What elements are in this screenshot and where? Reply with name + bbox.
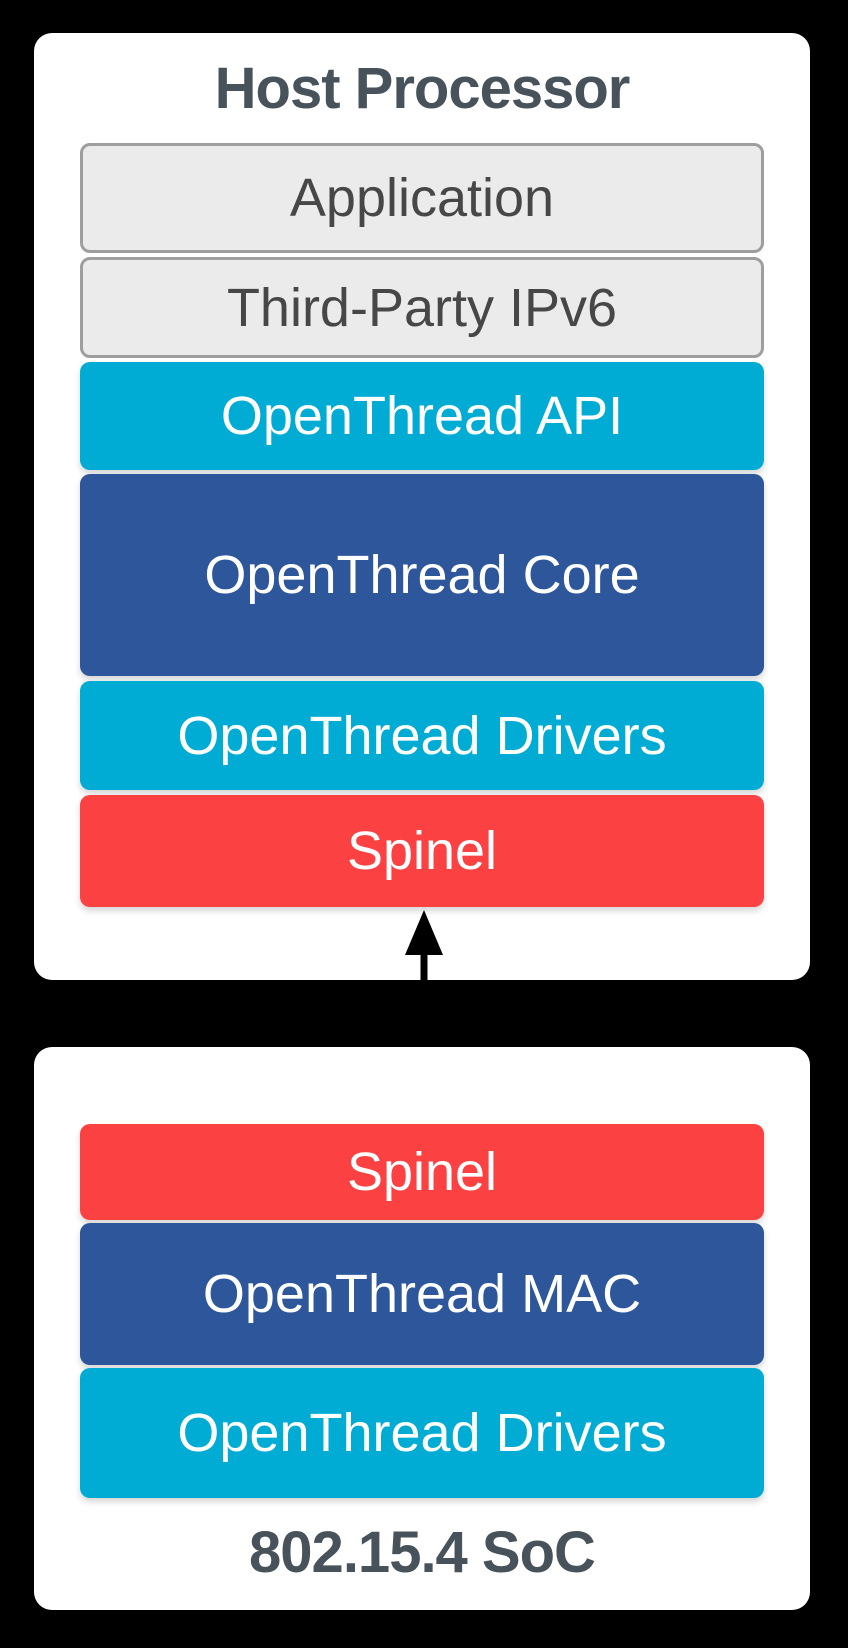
layer-openthread-drivers-host: OpenThread Drivers	[80, 681, 764, 790]
soc-panel: Spinel OpenThread MAC OpenThread Drivers…	[34, 1047, 810, 1610]
layer-application: Application	[80, 143, 764, 253]
layer-openthread-drivers-soc: OpenThread Drivers	[80, 1368, 764, 1498]
host-processor-title: Host Processor	[214, 56, 631, 121]
layer-openthread-api: OpenThread API	[80, 362, 764, 470]
soc-title: 802.15.4 SoC	[249, 1520, 596, 1585]
layer-openthread-mac: OpenThread MAC	[80, 1223, 764, 1365]
layer-third-party-ipv6: Third-Party IPv6	[80, 257, 764, 358]
layer-spinel-soc: Spinel	[80, 1124, 764, 1220]
layer-openthread-core: OpenThread Core	[80, 474, 764, 676]
host-processor-panel: Host Processor Application Third-Party I…	[34, 33, 810, 980]
layer-spinel-host: Spinel	[80, 795, 764, 907]
